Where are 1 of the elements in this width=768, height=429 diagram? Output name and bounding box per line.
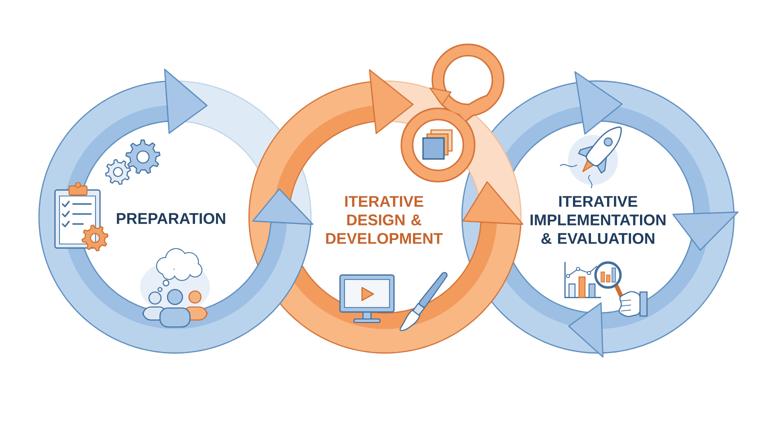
node-label: ITERATIVE IMPLEMENTATION & EVALUATION [530,196,666,244]
